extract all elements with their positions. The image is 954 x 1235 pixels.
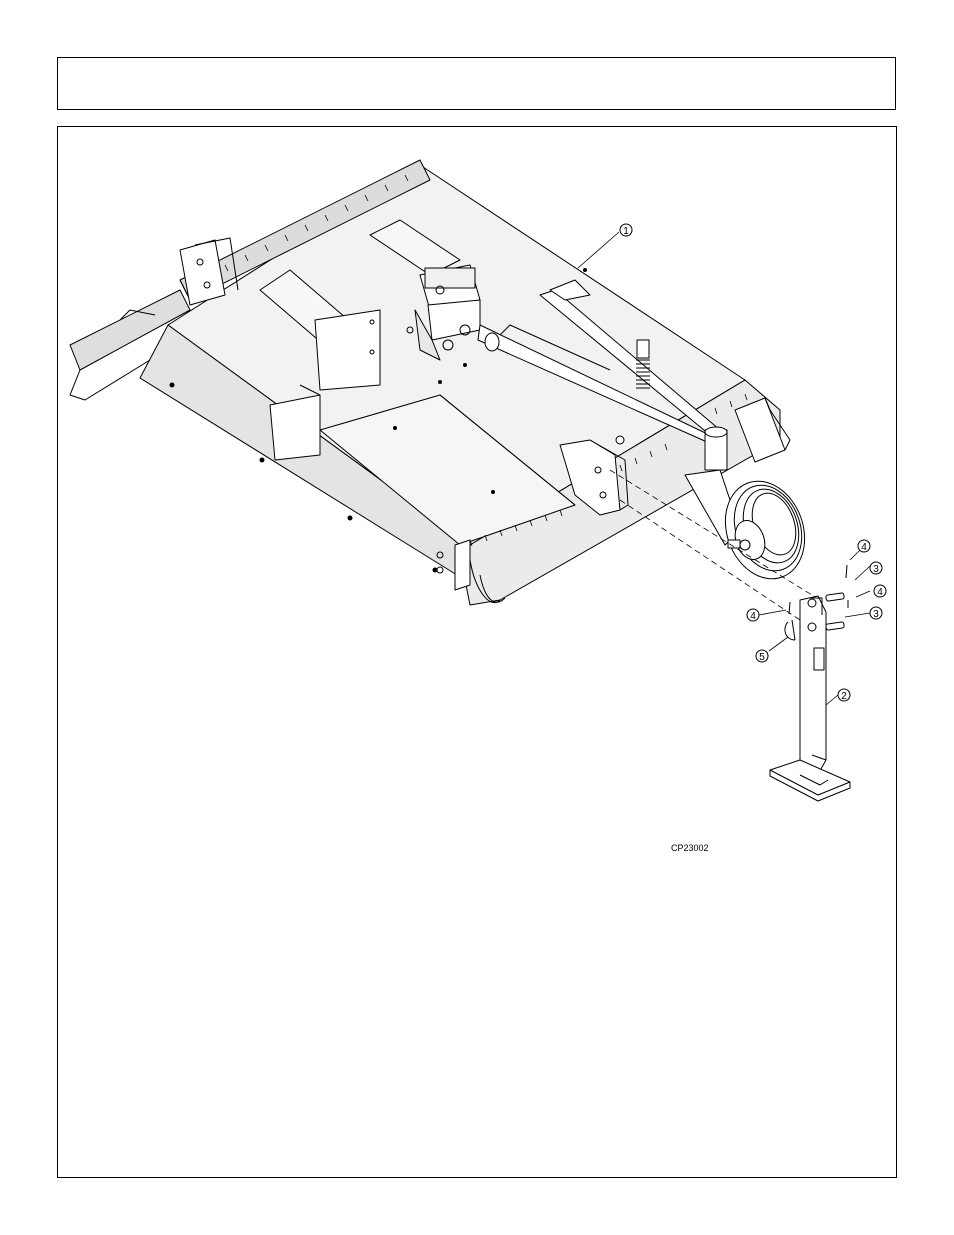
tail-wheel: [685, 470, 818, 590]
figure-id-label: CP23002: [671, 843, 709, 853]
mower-deck: [70, 160, 790, 605]
svg-text:4: 4: [861, 542, 867, 553]
callout-4-left: 4: [747, 609, 759, 622]
svg-text:2: 2: [841, 691, 847, 702]
svg-text:4: 4: [877, 587, 883, 598]
callout-1: 1: [620, 224, 632, 237]
callout-4-right: 4: [874, 585, 886, 598]
svg-text:4: 4: [750, 611, 756, 622]
callout-2: 2: [838, 689, 850, 702]
callout-3-top: 3: [870, 562, 882, 575]
callout-5: 5: [756, 650, 768, 663]
svg-text:3: 3: [873, 609, 879, 620]
svg-text:1: 1: [623, 226, 629, 237]
callout-4-top: 4: [858, 540, 870, 553]
svg-text:5: 5: [759, 652, 765, 663]
svg-text:3: 3: [873, 564, 879, 575]
callout-3-bottom: 3: [870, 607, 882, 620]
